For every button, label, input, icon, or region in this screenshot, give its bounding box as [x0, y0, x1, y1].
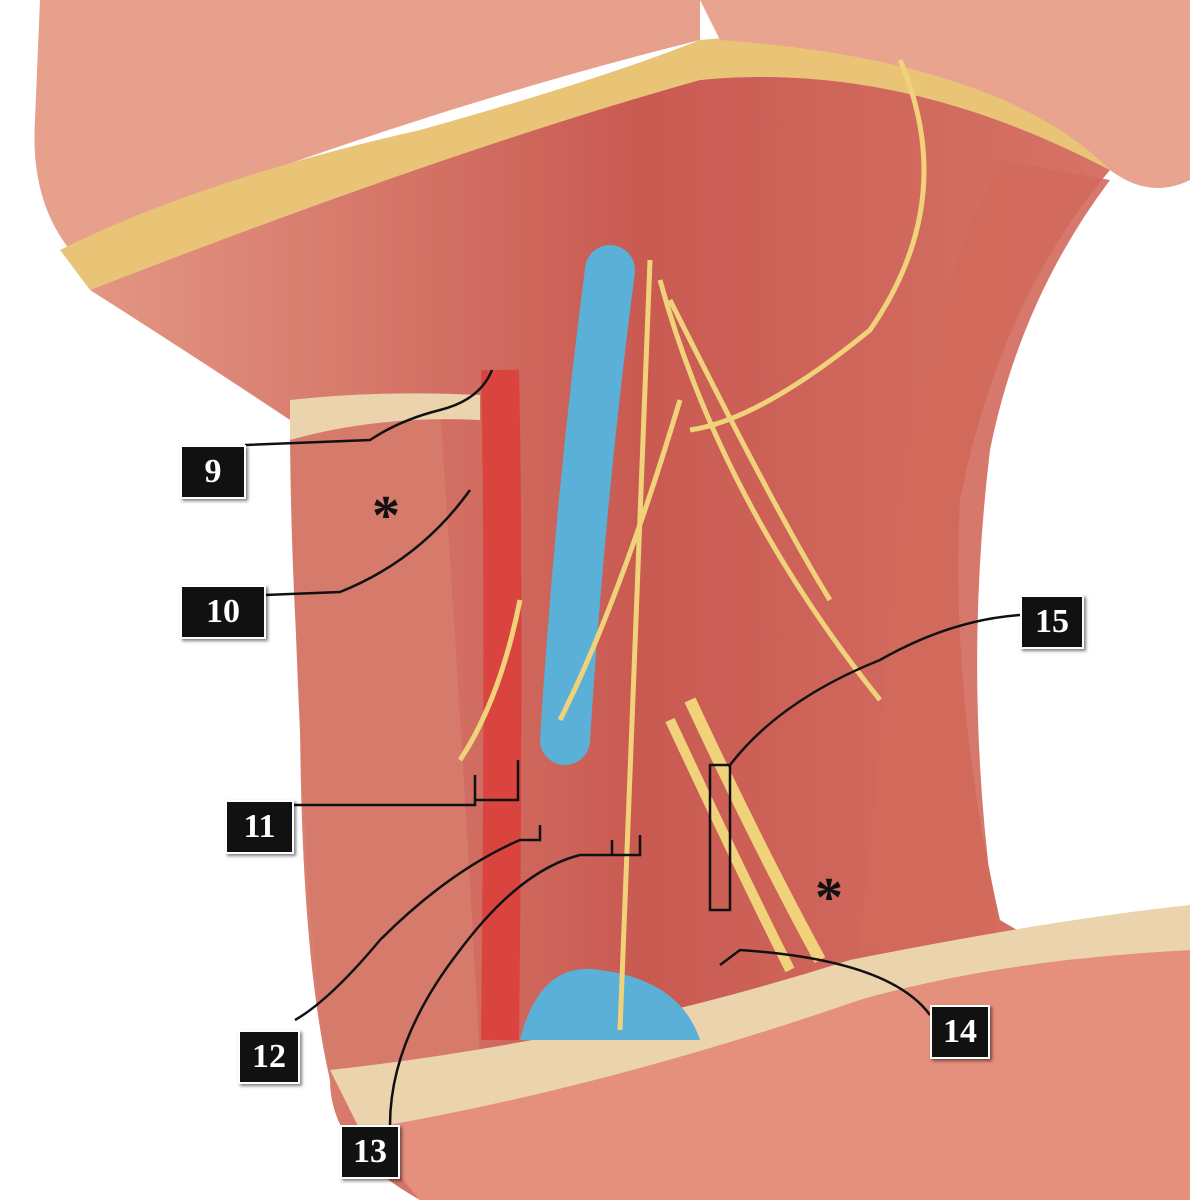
label-11: 11: [225, 800, 294, 854]
leader-11: [290, 760, 520, 807]
label-15: 15: [1020, 595, 1084, 649]
subclavian-vein: [520, 968, 700, 1040]
leader-15: [708, 613, 1021, 912]
face-skin: [34, 0, 700, 250]
leader-lines: [244, 369, 1021, 1126]
asterisk-marker: *: [372, 485, 400, 547]
leader-12: [294, 825, 542, 1022]
nerves: [457, 59, 927, 1031]
sternocleidomastoid: [860, 160, 1110, 950]
head-back: [700, 0, 1190, 188]
internal-jugular-vein: [540, 245, 635, 765]
strap-muscles: [290, 410, 480, 1080]
clavicle-band: [330, 905, 1190, 1130]
mandible-fascia: [60, 37, 1110, 291]
label-14: 14: [930, 1005, 990, 1059]
asterisk-marker: *: [815, 867, 843, 929]
carotid-artery: [481, 369, 522, 1041]
leader-9: [244, 369, 494, 447]
hyoid-band: [290, 393, 480, 440]
label-13: 13: [340, 1125, 400, 1179]
label-10: 10: [180, 585, 266, 639]
label-12: 12: [238, 1030, 300, 1084]
leader-10: [264, 489, 472, 597]
leader-13: [388, 835, 642, 1126]
leader-14: [719, 948, 932, 1016]
label-9: 9: [180, 445, 246, 499]
